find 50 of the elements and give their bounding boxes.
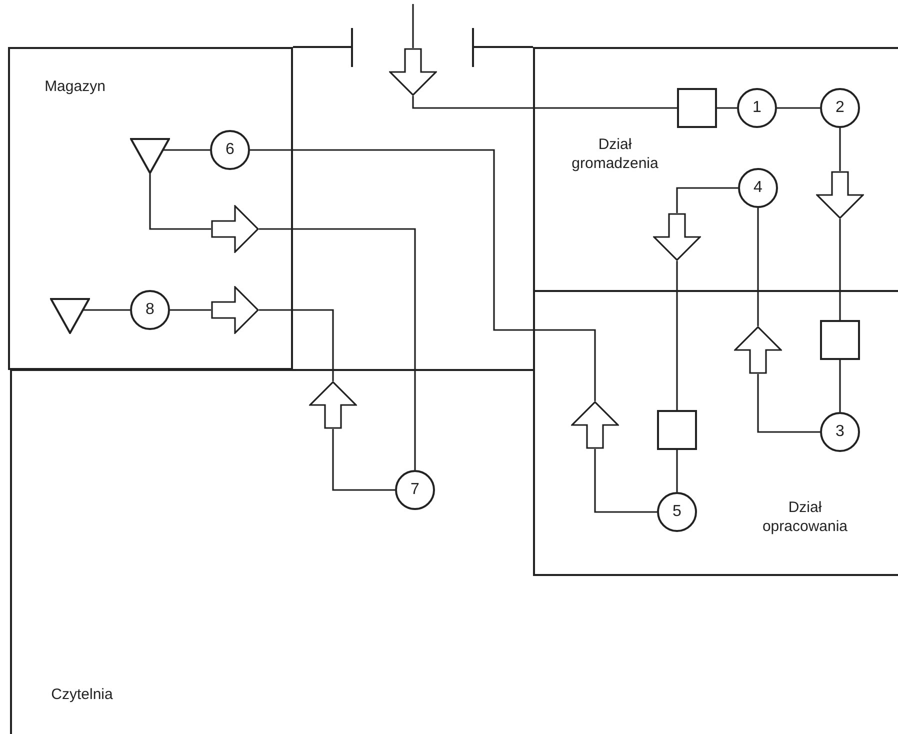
flow-line xyxy=(777,107,820,109)
flow-line xyxy=(149,174,211,230)
inspection-square xyxy=(677,88,717,128)
storage-triangle xyxy=(50,298,90,334)
operation-circle: 2 xyxy=(820,88,860,128)
flow-line xyxy=(259,309,334,381)
transport-symbol xyxy=(211,205,259,253)
flow-line xyxy=(163,149,210,151)
flow-line xyxy=(332,429,395,491)
operation-circle: 3 xyxy=(820,412,860,452)
room-label: Dział gromadzenia xyxy=(570,135,660,173)
flow-line xyxy=(676,261,678,410)
flow-line xyxy=(412,96,677,109)
flow-line xyxy=(412,4,414,48)
operation-circle: 4 xyxy=(738,168,778,208)
transport-symbol xyxy=(571,401,619,449)
room-area xyxy=(533,290,898,576)
flow-line xyxy=(259,228,416,470)
storage-triangle xyxy=(130,138,170,174)
room-label: Magazyn xyxy=(44,77,106,96)
transport-symbol xyxy=(816,171,864,219)
flow-line xyxy=(676,187,738,213)
room-area xyxy=(10,369,533,734)
flow-line xyxy=(676,450,678,492)
transport-symbol xyxy=(389,48,437,96)
operation-circle: 6 xyxy=(210,130,250,170)
flow-line xyxy=(757,374,820,433)
flow-line xyxy=(170,309,211,311)
flow-line xyxy=(839,219,841,320)
room-area xyxy=(533,47,898,292)
flow-line xyxy=(839,360,841,412)
flow-line xyxy=(83,309,130,311)
flow-line xyxy=(839,128,841,171)
operation-circle: 8 xyxy=(130,290,170,330)
operation-circle: 7 xyxy=(395,470,435,510)
room-label: Dział opracowania xyxy=(761,498,849,536)
transport-symbol xyxy=(309,381,357,429)
operation-circle: 1 xyxy=(737,88,777,128)
flow-line xyxy=(757,208,759,326)
room-area xyxy=(8,47,293,370)
transport-symbol xyxy=(653,213,701,261)
transport-symbol xyxy=(734,326,782,374)
operation-circle: 5 xyxy=(657,492,697,532)
flow-line xyxy=(594,449,657,513)
flow-line xyxy=(250,149,596,401)
inspection-square xyxy=(657,410,697,450)
inspection-square xyxy=(820,320,860,360)
room-label: Czytelnia xyxy=(50,685,114,704)
transport-symbol xyxy=(211,286,259,334)
flow-line xyxy=(717,107,737,109)
